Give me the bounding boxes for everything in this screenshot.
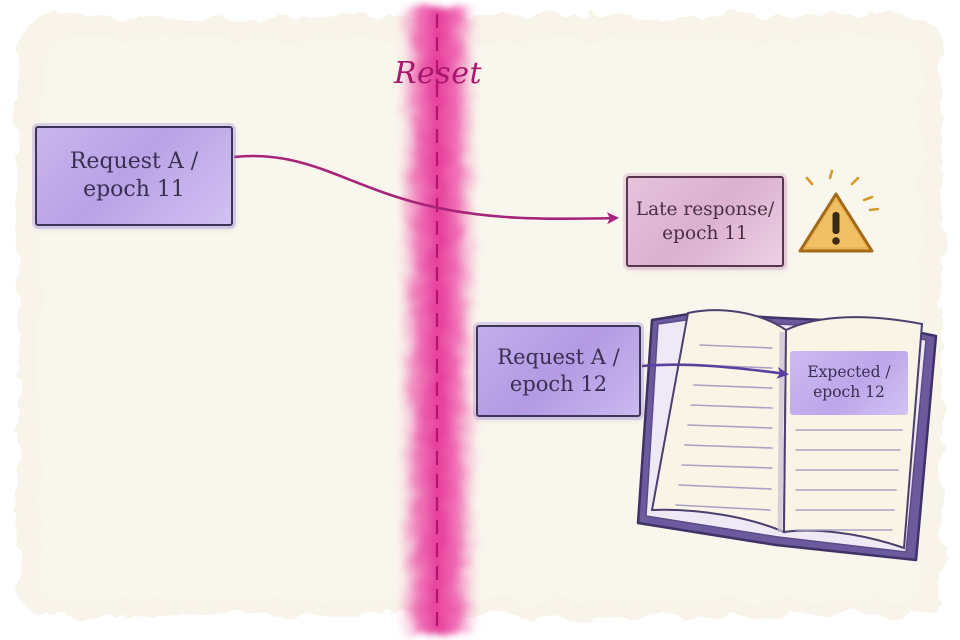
expected-epoch-12-box: Expected / epoch 12	[790, 351, 908, 415]
late-response-box: Late response/ epoch 11	[626, 176, 784, 267]
expected-line2: epoch 12	[813, 383, 885, 401]
request-epoch-12-box: Request A / epoch 12	[476, 325, 641, 417]
late-response-line1: Late response/	[635, 198, 775, 220]
request-epoch-12-line2: epoch 12	[509, 372, 608, 396]
late-response-line2: epoch 11	[662, 222, 748, 244]
expected-line1: Expected /	[807, 363, 891, 382]
reset-band	[398, 6, 478, 634]
arrow-request11-to-late	[233, 154, 619, 225]
request-epoch-11-box: Request A / epoch 11	[35, 126, 233, 226]
request-epoch-11-line1: Request A /	[69, 148, 199, 174]
request-epoch-12-line1: Request A /	[497, 345, 620, 370]
reset-label: Reset	[393, 56, 483, 91]
arrow-request12-to-expected	[641, 363, 789, 379]
request-epoch-11-line2: epoch 11	[83, 177, 185, 202]
